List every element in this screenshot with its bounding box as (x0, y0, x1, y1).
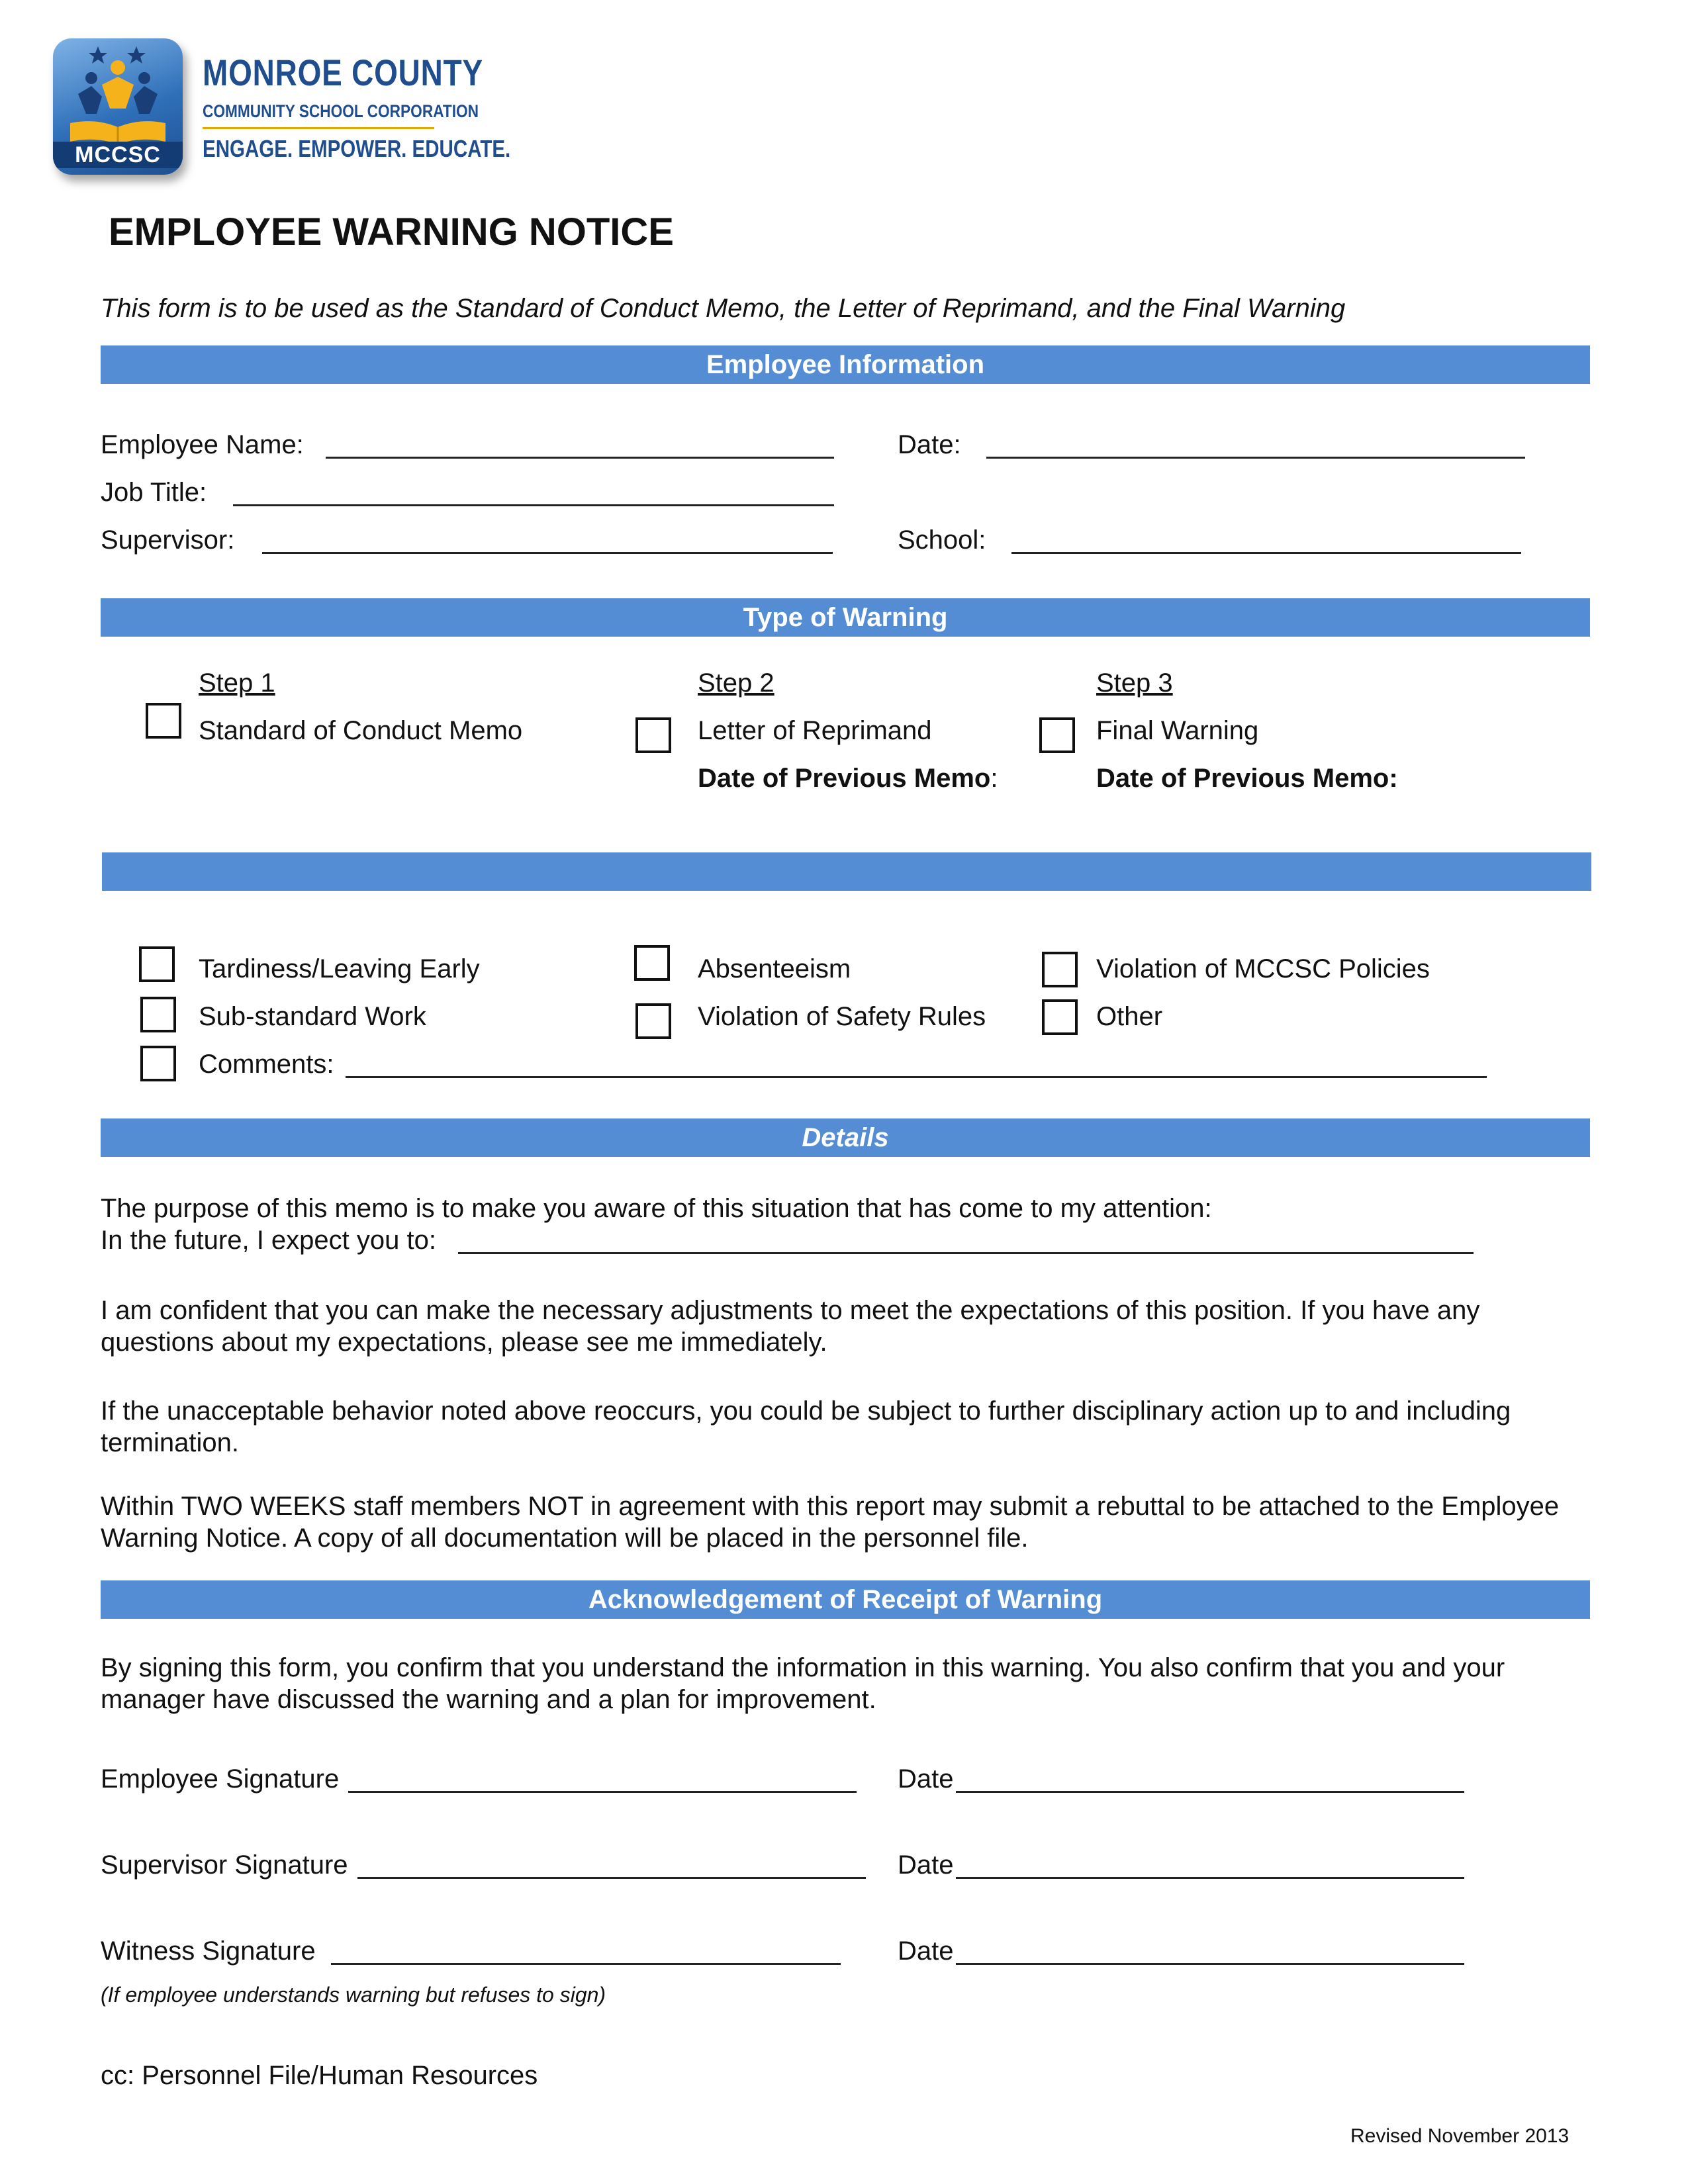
page-title: EMPLOYEE WARNING NOTICE (109, 210, 674, 253)
rebuttal-text: Within TWO WEEKS staff members NOT in ag… (101, 1492, 1560, 1553)
job-title-label: Job Title: (101, 478, 207, 507)
future-label: In the future, I expect you to: (101, 1226, 436, 1255)
violation-safety-checkbox[interactable] (635, 1003, 671, 1039)
step2-previous-memo-label: Date of Previous Memo: (698, 762, 998, 794)
tardiness-label: Tardiness/Leaving Early (199, 954, 480, 983)
final-warning-label: Final Warning (1096, 716, 1259, 745)
logo-badge-text: MCCSC (53, 142, 183, 168)
substandard-work-checkbox[interactable] (140, 997, 176, 1032)
step3-label: Step 3 (1096, 668, 1173, 698)
witness-date-label: Date (898, 1936, 954, 1966)
supervisor-date-field[interactable] (956, 1877, 1464, 1879)
cc-line: cc: Personnel File/Human Resources (101, 2061, 538, 2090)
revised-date: Revised November 2013 (1350, 2125, 1570, 2147)
comments-checkbox[interactable] (140, 1046, 176, 1081)
supervisor-signature-field[interactable] (357, 1877, 866, 1879)
violation-safety-label: Violation of Safety Rules (698, 1002, 986, 1031)
step2-label: Step 2 (698, 668, 774, 698)
final-warning-checkbox[interactable] (1039, 717, 1075, 753)
supervisor-signature-label: Supervisor Signature (101, 1850, 348, 1880)
witness-signature-label: Witness Signature (101, 1936, 316, 1966)
step1-label: Step 1 (199, 668, 275, 698)
standard-of-conduct-checkbox[interactable] (146, 703, 181, 739)
standard-of-conduct-label: Standard of Conduct Memo (199, 716, 523, 745)
letter-of-reprimand-checkbox[interactable] (635, 717, 671, 753)
employee-signature-label: Employee Signature (101, 1764, 340, 1794)
job-title-field[interactable] (233, 504, 834, 506)
tardiness-checkbox[interactable] (139, 946, 175, 982)
brand-name: MONROE COUNTY (203, 52, 483, 93)
step3-previous-memo-label: Date of Previous Memo: (1096, 764, 1398, 793)
brand-tagline: ENGAGE. EMPOWER. EDUCATE. (203, 135, 511, 162)
comments-label: Comments: (199, 1050, 334, 1079)
reoccurs-text: If the unacceptable behavior noted above… (101, 1396, 1511, 1457)
witness-note: (If employee understands warning but ref… (101, 1983, 606, 2007)
supervisor-label: Supervisor: (101, 525, 235, 555)
employee-info-header: Employee Information (101, 345, 1590, 384)
violation-policies-checkbox[interactable] (1042, 952, 1078, 987)
employee-date-label: Date (898, 1764, 954, 1794)
letter-of-reprimand-label: Letter of Reprimand (698, 716, 932, 745)
step2-previous-memo-colon: : (990, 764, 998, 793)
supervisor-field[interactable] (262, 552, 833, 554)
logo-book-icon (70, 121, 165, 144)
supervisor-date-label: Date (898, 1850, 954, 1880)
reasons-header (102, 852, 1591, 891)
other-label: Other (1096, 1002, 1163, 1031)
school-label: School: (898, 525, 986, 555)
future-expectations-field[interactable] (458, 1252, 1474, 1254)
date-label: Date: (898, 430, 961, 459)
witness-signature-field[interactable] (331, 1963, 841, 1965)
brand-subname: COMMUNITY SCHOOL CORPORATION (203, 101, 479, 121)
brand-rule (203, 127, 434, 129)
school-field[interactable] (1011, 552, 1521, 554)
absenteeism-checkbox[interactable] (634, 945, 670, 981)
mccsc-logo: MCCSC (53, 38, 183, 175)
employee-signature-field[interactable] (348, 1791, 857, 1793)
details-header: Details (101, 1118, 1590, 1157)
witness-date-field[interactable] (956, 1963, 1464, 1965)
confident-text: I am confident that you can make the nec… (101, 1296, 1480, 1357)
employee-name-label: Employee Name: (101, 430, 304, 459)
logo-figures-icon (78, 46, 158, 114)
employee-name-field[interactable] (326, 457, 834, 459)
other-checkbox[interactable] (1042, 999, 1078, 1035)
form-subtitle: This form is to be used as the Standard … (101, 294, 1346, 323)
step2-previous-memo-text: Date of Previous Memo (698, 764, 991, 793)
employee-date-field[interactable] (956, 1791, 1464, 1793)
acknowledgement-text: By signing this form, you confirm that y… (101, 1653, 1505, 1714)
date-field[interactable] (986, 457, 1525, 459)
purpose-text: The purpose of this memo is to make you … (101, 1194, 1212, 1223)
comments-field[interactable] (346, 1076, 1487, 1078)
acknowledgement-header: Acknowledgement of Receipt of Warning (101, 1580, 1590, 1619)
absenteeism-label: Absenteeism (698, 954, 851, 983)
violation-policies-label: Violation of MCCSC Policies (1096, 954, 1430, 983)
warning-type-header: Type of Warning (101, 598, 1590, 637)
substandard-work-label: Sub-standard Work (199, 1002, 426, 1031)
